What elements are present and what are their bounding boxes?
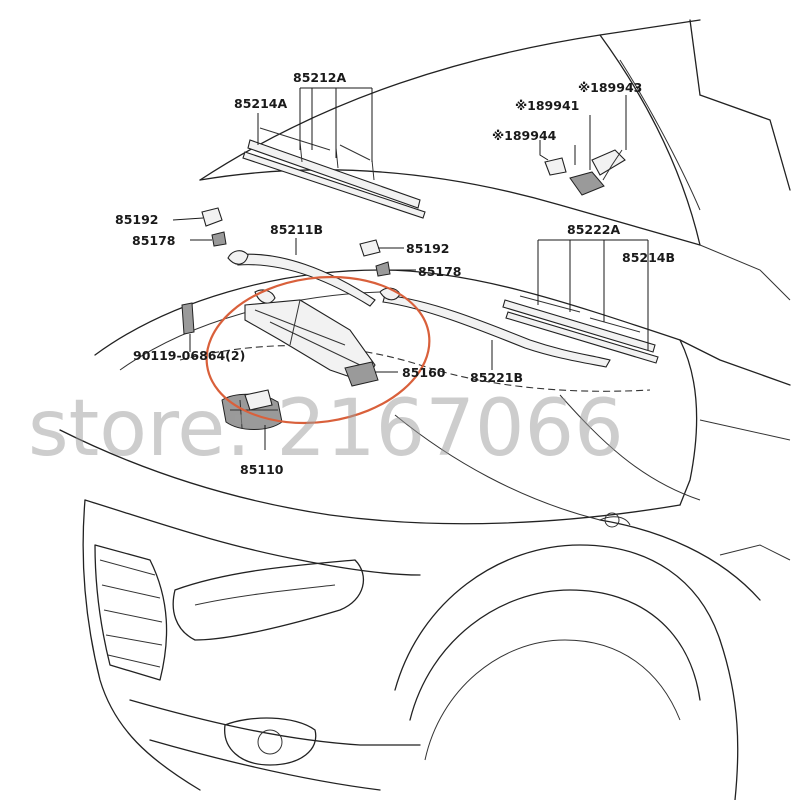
label-85212A: 85212A (293, 70, 346, 85)
wiper-blade-front-right (502, 295, 659, 364)
wiper-arm-left (227, 250, 376, 307)
vehicle-outline (59, 19, 791, 800)
label-85214B: 85214B (622, 250, 675, 265)
highlight-circle (205, 275, 431, 425)
label-85214A: 85214A (234, 96, 287, 111)
label-85192-left: 85192 (115, 212, 159, 227)
wiper-blade-front-left (242, 127, 426, 219)
leader-lines (172, 87, 649, 450)
label-90119: 90119-06864(2) (133, 348, 245, 363)
label-85160: 85160 (402, 365, 446, 380)
label-85178-left: 85178 (132, 233, 176, 248)
wiper-motor (221, 389, 283, 430)
label-85110: 85110 (240, 462, 284, 477)
label-85221B: 85221B (470, 370, 523, 385)
pivot-caps (201, 207, 391, 277)
label-89944: ※189944 (492, 128, 557, 143)
label-85211B: 85211B (270, 222, 323, 237)
label-85178-right: 85178 (418, 264, 462, 279)
washer-nozzle-assembly (544, 149, 626, 196)
label-85192-right: 85192 (406, 241, 450, 256)
label-85222A: 85222A (567, 222, 620, 237)
store-watermark: store: 2167066 (28, 384, 624, 474)
label-89941: ※189941 (515, 98, 579, 113)
label-89943: ※189943 (578, 80, 642, 95)
mounting-bolt (181, 302, 195, 335)
wiper-link-assembly (244, 289, 379, 387)
part-labels: 85212A 85214A ※189943 ※189941 ※189944 85… (115, 70, 675, 477)
